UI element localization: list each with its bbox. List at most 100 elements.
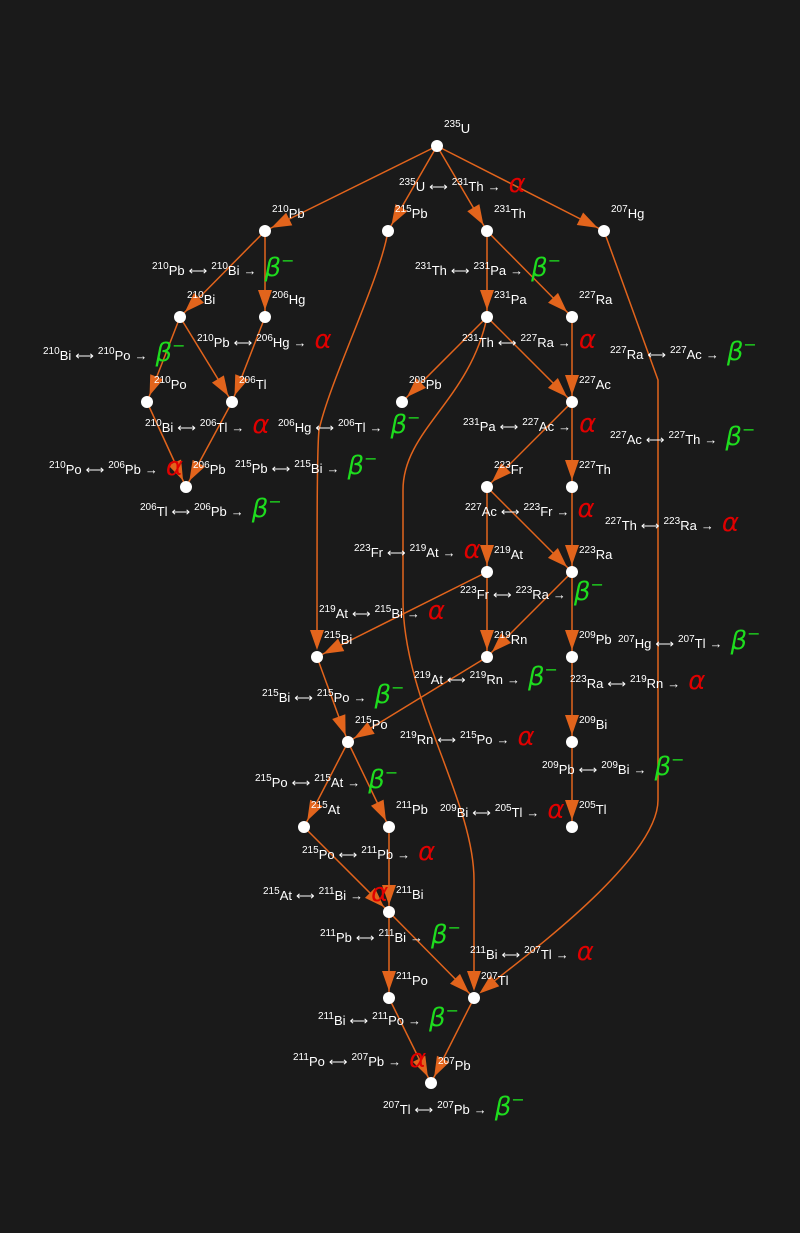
edge-ac227-to-th227-arrowhead xyxy=(565,460,579,480)
element-symbol: Po xyxy=(411,973,428,988)
node-tl207[interactable] xyxy=(468,992,480,1004)
edge-u235-to-th231-arrowhead xyxy=(467,204,484,225)
beta-minus-decay-symbol: β− xyxy=(368,763,399,795)
isotope: 211Bi xyxy=(378,928,407,945)
mass-number: 215 xyxy=(355,715,372,726)
node-ra223[interactable] xyxy=(566,566,578,578)
node-label-pb209: 209Pb xyxy=(579,631,612,647)
node-hg207[interactable] xyxy=(598,225,610,237)
alpha-decay-symbol: α xyxy=(165,452,183,482)
node-tl206[interactable] xyxy=(226,396,238,408)
edge-label-pb211-bi211: 211Pb⟷211Bi→β− xyxy=(320,918,462,950)
isotope: 227Ac xyxy=(610,430,642,447)
node-label-bi211: 211Bi xyxy=(396,886,424,902)
edge-label-at215-bi211: 215At⟷211Bi→α xyxy=(263,878,389,908)
edge-label-u235-th231: 235U⟷231Th→α xyxy=(399,169,526,199)
node-label-pb207: 207Pb xyxy=(438,1056,471,1073)
edge-label-bi209-tl205: 209Bi⟷205Tl→α xyxy=(440,795,565,825)
element-symbol: At xyxy=(510,547,523,562)
node-th227[interactable] xyxy=(566,481,578,493)
mass-number: 206 xyxy=(193,460,210,471)
element-symbol: Bi xyxy=(595,717,608,732)
alpha-decay-symbol: α xyxy=(427,596,446,626)
edge-label-pb210-hg206: 210Pb⟷206Hg→α xyxy=(197,325,332,355)
node-bi215[interactable] xyxy=(311,651,323,663)
isotope: 223Ra xyxy=(570,674,604,691)
node-pb210[interactable] xyxy=(259,225,271,237)
isotope: 211Bi xyxy=(318,1011,346,1028)
isotope: 227Ra xyxy=(610,345,644,362)
node-ac227[interactable] xyxy=(566,396,578,408)
mass-number: 210 xyxy=(187,290,204,301)
node-u235[interactable] xyxy=(431,140,443,152)
mass-number: 227 xyxy=(579,375,596,386)
node-label-po215: 215Po xyxy=(355,715,388,732)
edge-bi215-to-po215-arrowhead xyxy=(332,714,346,736)
node-po211[interactable] xyxy=(383,992,395,1004)
edge-th227-to-ra223-arrowhead xyxy=(565,545,579,565)
isotope: 210Po xyxy=(97,346,131,363)
node-label-u235: 235U xyxy=(444,120,470,136)
edge-at215-to-bi211-arrowhead xyxy=(364,887,385,908)
isotope: 206Hg xyxy=(256,333,290,350)
edge-label-hg206-tl206: 206Hg⟷206Tl→β− xyxy=(278,408,421,440)
node-tl205[interactable] xyxy=(566,821,578,833)
edge-rn219-to-po215-arrowhead xyxy=(353,721,375,739)
isotope: 207Tl xyxy=(524,945,552,962)
mass-number: 207 xyxy=(438,1056,455,1067)
node-pb215[interactable] xyxy=(382,225,394,237)
mass-number: 219 xyxy=(494,630,511,641)
node-rn219[interactable] xyxy=(481,651,493,663)
element-symbol: Hg xyxy=(627,206,645,221)
node-label-bi215: 215Bi xyxy=(324,631,352,647)
edge-hg207-to-tl207 xyxy=(487,230,659,987)
alpha-decay-symbol: α xyxy=(577,494,595,524)
node-label-tl206: 206Tl xyxy=(239,376,267,392)
node-ra227[interactable] xyxy=(566,311,578,323)
node-pb208[interactable] xyxy=(396,396,408,408)
edge-pa231-to-tl207-arrowhead xyxy=(467,971,481,991)
node-label-th231: 231Th xyxy=(494,205,526,221)
edge-pb210-to-bi210-arrowhead xyxy=(184,292,204,313)
edge-label-tl206-pb206: 206Tl⟷206Pb→β− xyxy=(140,492,282,524)
element-symbol: Hg xyxy=(288,292,306,307)
isotope: 211Pb xyxy=(361,845,394,862)
edge-label-bi211-tl207: 211Bi⟷207Tl→α xyxy=(470,937,594,967)
edge-bi211-to-tl207-arrowhead xyxy=(450,973,470,994)
alpha-decay-symbol: α xyxy=(547,795,565,825)
node-pb209[interactable] xyxy=(566,651,578,663)
edge-label-po211-pb207: 211Po⟷207Pb→α xyxy=(293,1044,427,1074)
edge-pa231-to-ac227-arrowhead xyxy=(547,377,568,398)
beta-minus-decay-symbol: β− xyxy=(726,335,757,367)
edge-po211-to-pb207-arrowhead xyxy=(412,1055,428,1077)
edge-label-po215-at215: 215Po⟷215At→β− xyxy=(255,763,399,795)
node-bi209[interactable] xyxy=(566,736,578,748)
node-at219[interactable] xyxy=(481,566,493,578)
node-pb207[interactable] xyxy=(425,1077,437,1089)
edge-u235-to-hg207 xyxy=(436,145,605,232)
mass-number: 208 xyxy=(409,375,426,386)
edge-pb211-to-bi211-arrowhead xyxy=(382,885,396,905)
edge-u235-to-pb210 xyxy=(264,145,438,232)
node-pb206[interactable] xyxy=(180,481,192,493)
node-hg206[interactable] xyxy=(259,311,271,323)
element-symbol: Pb xyxy=(454,1058,471,1073)
node-pa231[interactable] xyxy=(481,311,493,323)
edge-label-tl207-pb207: 207Tl⟷207Pb→β− xyxy=(383,1090,525,1122)
node-label-ac227: 227Ac xyxy=(579,375,611,392)
node-po215[interactable] xyxy=(342,736,354,748)
node-at215[interactable] xyxy=(298,821,310,833)
element-symbol: Pb xyxy=(425,377,442,392)
node-th231[interactable] xyxy=(481,225,493,237)
edge-label-bi211-po211: 211Bi⟷211Po→β− xyxy=(318,1001,460,1033)
mass-number: 227 xyxy=(579,290,596,301)
node-po210[interactable] xyxy=(141,396,153,408)
isotope: 206Hg xyxy=(278,418,312,435)
node-fr223[interactable] xyxy=(481,481,493,493)
node-label-rn219: 219Rn xyxy=(494,630,527,647)
node-bi211[interactable] xyxy=(383,906,395,918)
node-pb211[interactable] xyxy=(383,821,395,833)
isotope: 206Tl xyxy=(140,502,168,519)
node-bi210[interactable] xyxy=(174,311,186,323)
isotope: 223Fr xyxy=(460,585,489,602)
